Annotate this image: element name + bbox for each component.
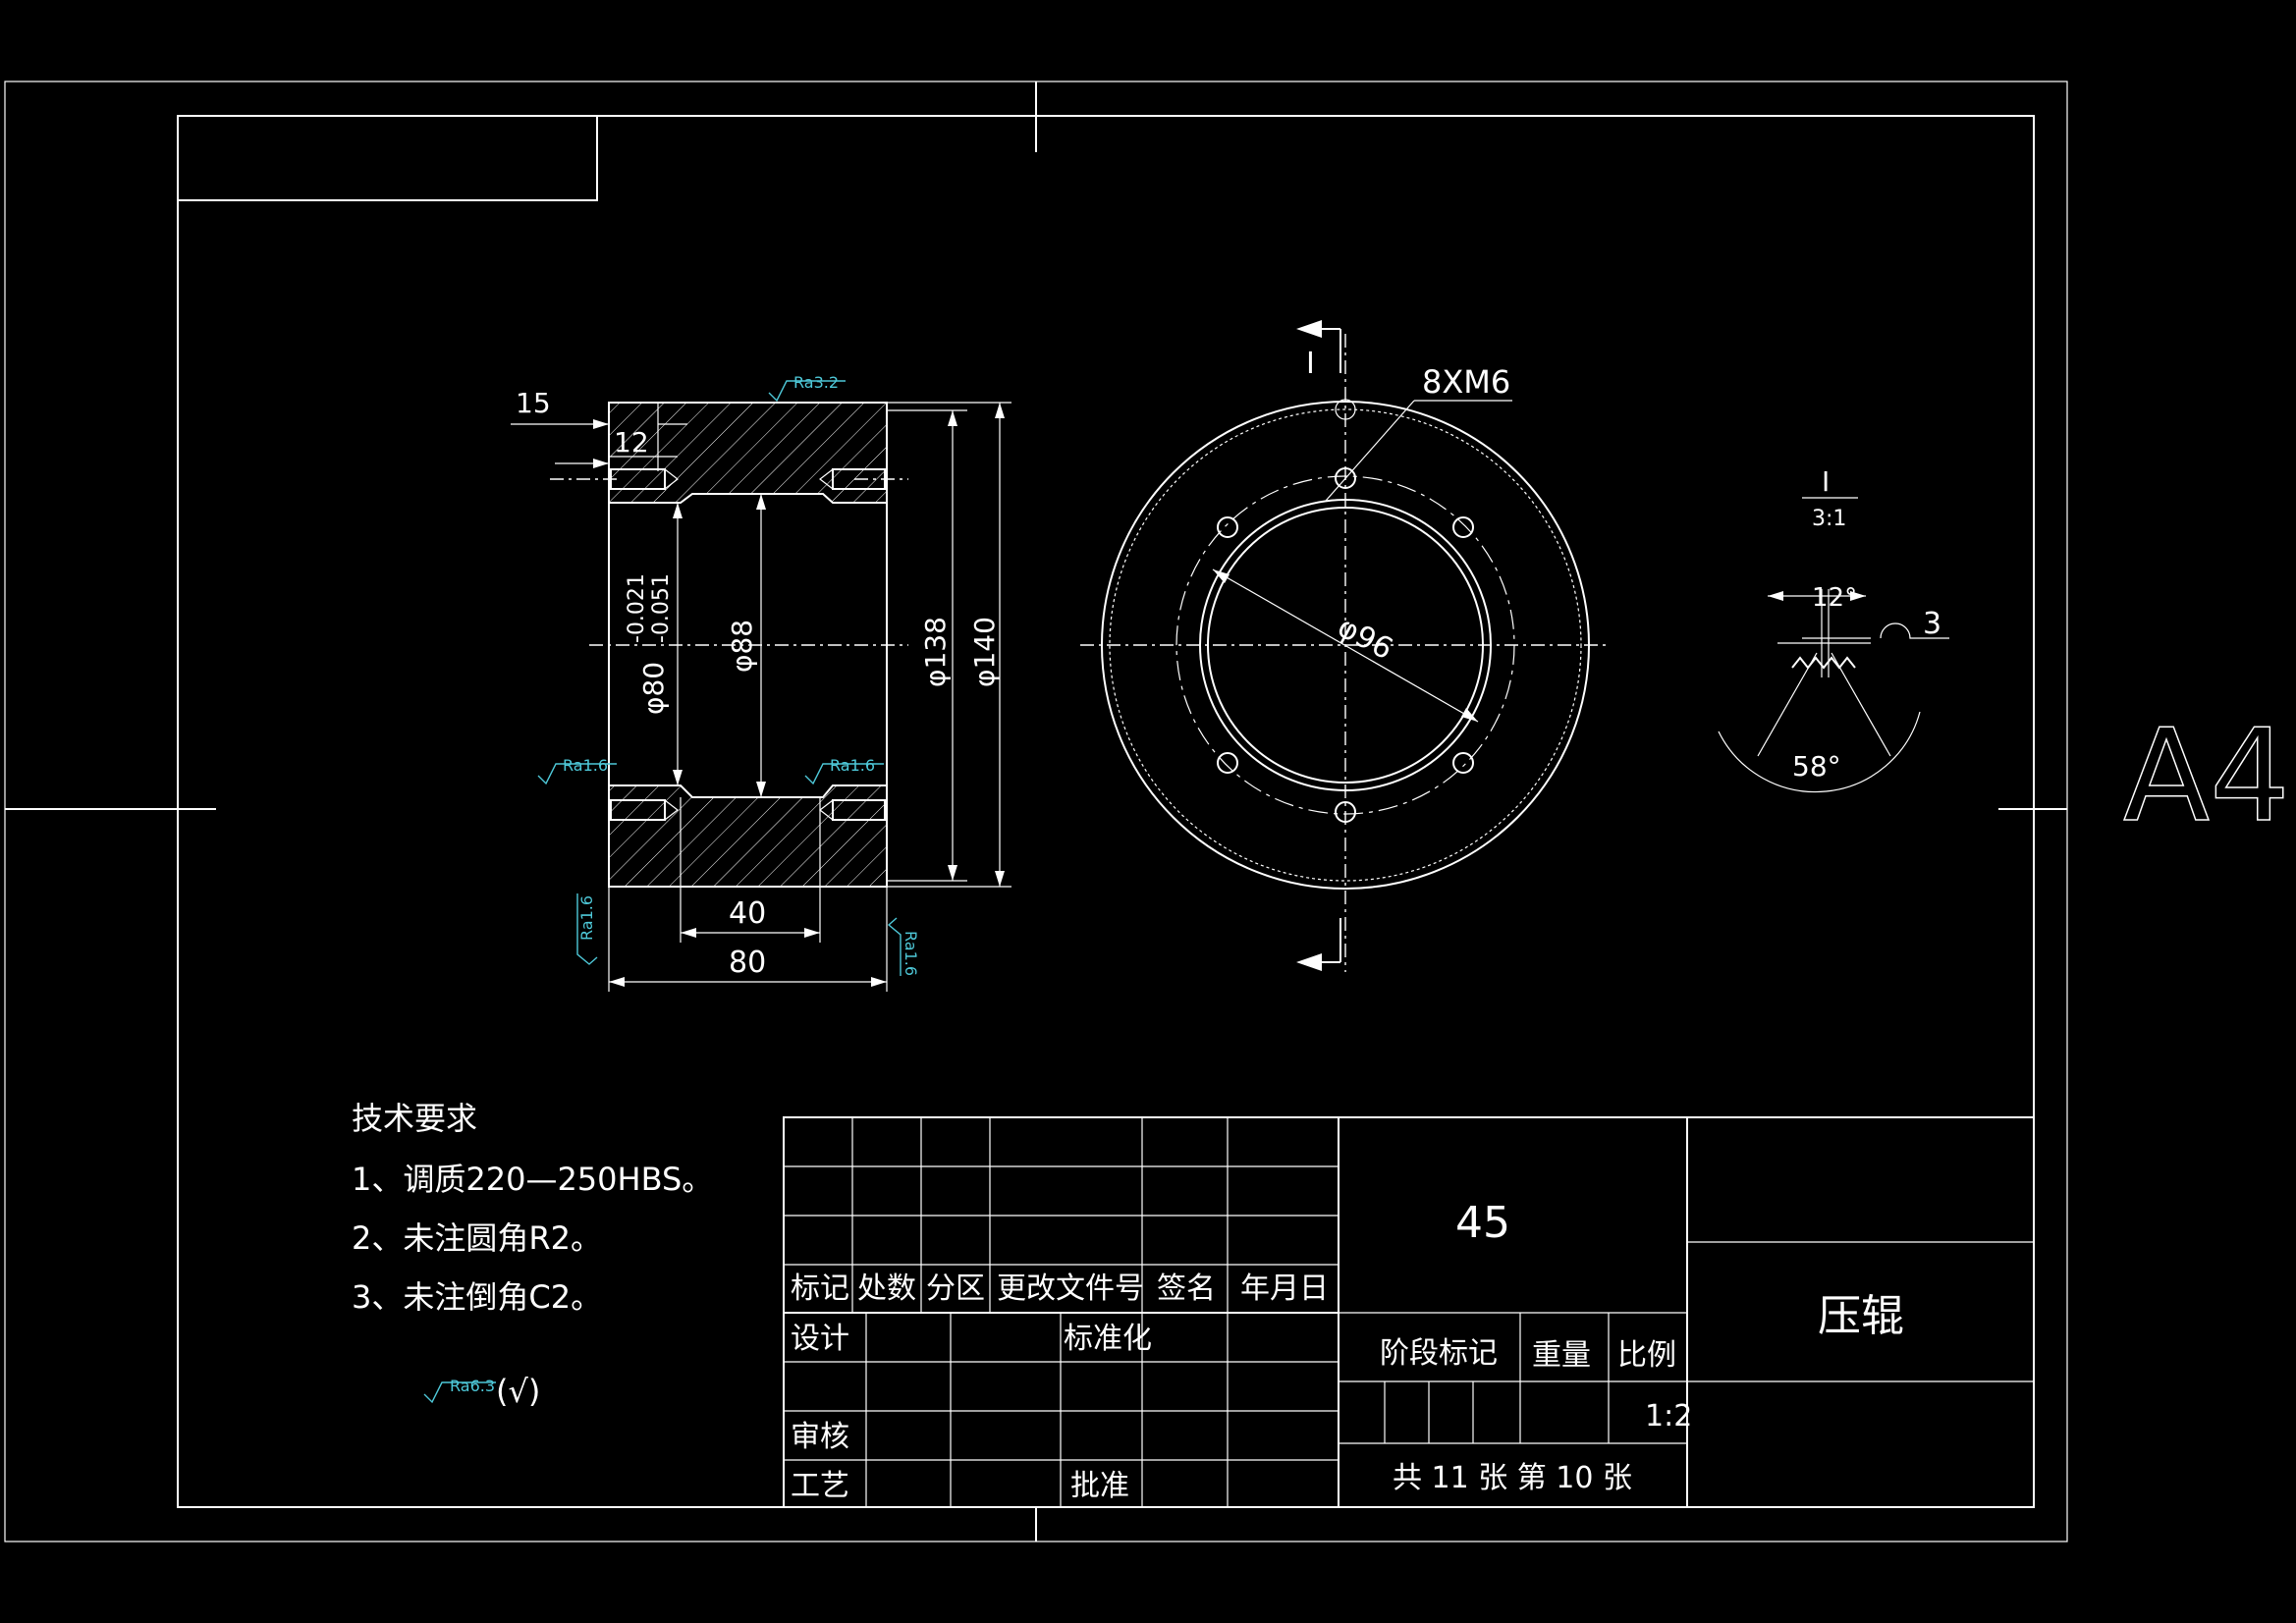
dim-dia138: φ138 [919, 617, 952, 687]
tb-design: 设计 [791, 1322, 849, 1356]
outer-frame [4, 81, 2068, 1542]
tb-header-change-doc: 更改文件号 [997, 1271, 1144, 1306]
pcd-dim: φ96 [1332, 610, 1398, 667]
detail-angle-top: 12° [1812, 583, 1857, 613]
dim-12: 12 [614, 426, 649, 459]
tb-review: 审核 [791, 1420, 849, 1454]
tb-approve: 批准 [1070, 1469, 1129, 1503]
tb-sheets: 共 11 张 第 10 张 [1393, 1461, 1632, 1495]
front-view: I 8XM6 φ96 [1080, 320, 1611, 972]
dim-dia80-lower: -0.051 [649, 573, 674, 643]
detail-label: I [1822, 465, 1830, 498]
tb-process: 工艺 [791, 1469, 849, 1503]
dim-40: 40 [729, 896, 766, 931]
dim-dia140: φ140 [968, 617, 1001, 687]
default-roughness: Ra6.3 [450, 1377, 495, 1395]
tb-header-date: 年月日 [1240, 1271, 1329, 1306]
detail-angle-bottom: 58° [1792, 750, 1841, 783]
tb-weight: 重量 [1532, 1338, 1591, 1373]
detail-view: I 3:1 12° 3 58° [1718, 465, 1949, 793]
tb-scale-label: 比例 [1617, 1338, 1676, 1373]
tech-item-2: 2、未注圆角R2。 [352, 1219, 602, 1257]
tech-requirements: 技术要求 1、调质220—250HBS。 2、未注圆角R2。 3、未注倒角C2。… [352, 1100, 713, 1410]
tech-item-1: 1、调质220—250HBS。 [352, 1161, 713, 1198]
dim-dia80: φ80 [637, 662, 670, 715]
tb-part-name: 压辊 [1818, 1291, 1904, 1341]
tb-stage-mark: 阶段标记 [1380, 1336, 1498, 1371]
dim-15: 15 [516, 387, 551, 419]
tb-material: 45 [1455, 1198, 1510, 1248]
tb-standardize: 标准化 [1064, 1322, 1152, 1356]
tech-item-3: 3、未注倒角C2。 [352, 1278, 602, 1316]
tb-header-mark: 标记 [791, 1271, 849, 1306]
sheet-size-label: A4 [2123, 701, 2290, 850]
default-roughness-suffix: (√) [496, 1373, 540, 1410]
roughness-bottom-right: Ra1.6 [902, 931, 920, 976]
dim-80: 80 [729, 946, 766, 980]
tb-header-sign: 签名 [1157, 1271, 1216, 1306]
dim-dia80-upper: -0.021 [625, 573, 649, 643]
tech-title: 技术要求 [352, 1100, 477, 1137]
tb-header-count: 处数 [857, 1271, 916, 1306]
tb-header-zone: 分区 [926, 1271, 985, 1306]
code-box [177, 115, 598, 201]
detail-scale: 3:1 [1812, 507, 1846, 531]
tb-scale-value: 1:2 [1645, 1399, 1692, 1434]
detail-arc-dim: 3 [1923, 607, 1941, 641]
hole-spec: 8XM6 [1422, 363, 1510, 401]
title-block: 标记 处数 分区 更改文件号 签名 年月日 设计 标准化 审核 工艺 批准 45… [783, 1116, 2035, 1508]
roughness-bottom-left: Ra1.6 [577, 895, 596, 941]
dim-dia88: φ88 [726, 620, 758, 673]
section-view: φ80 -0.021 -0.051 φ88 φ138 φ140 15 12 40… [511, 373, 1011, 992]
roughness-right: Ra1.6 [830, 756, 875, 775]
roughness-top: Ra3.2 [793, 373, 839, 392]
section-mark: I [1306, 347, 1315, 381]
roughness-left: Ra1.6 [563, 756, 608, 775]
